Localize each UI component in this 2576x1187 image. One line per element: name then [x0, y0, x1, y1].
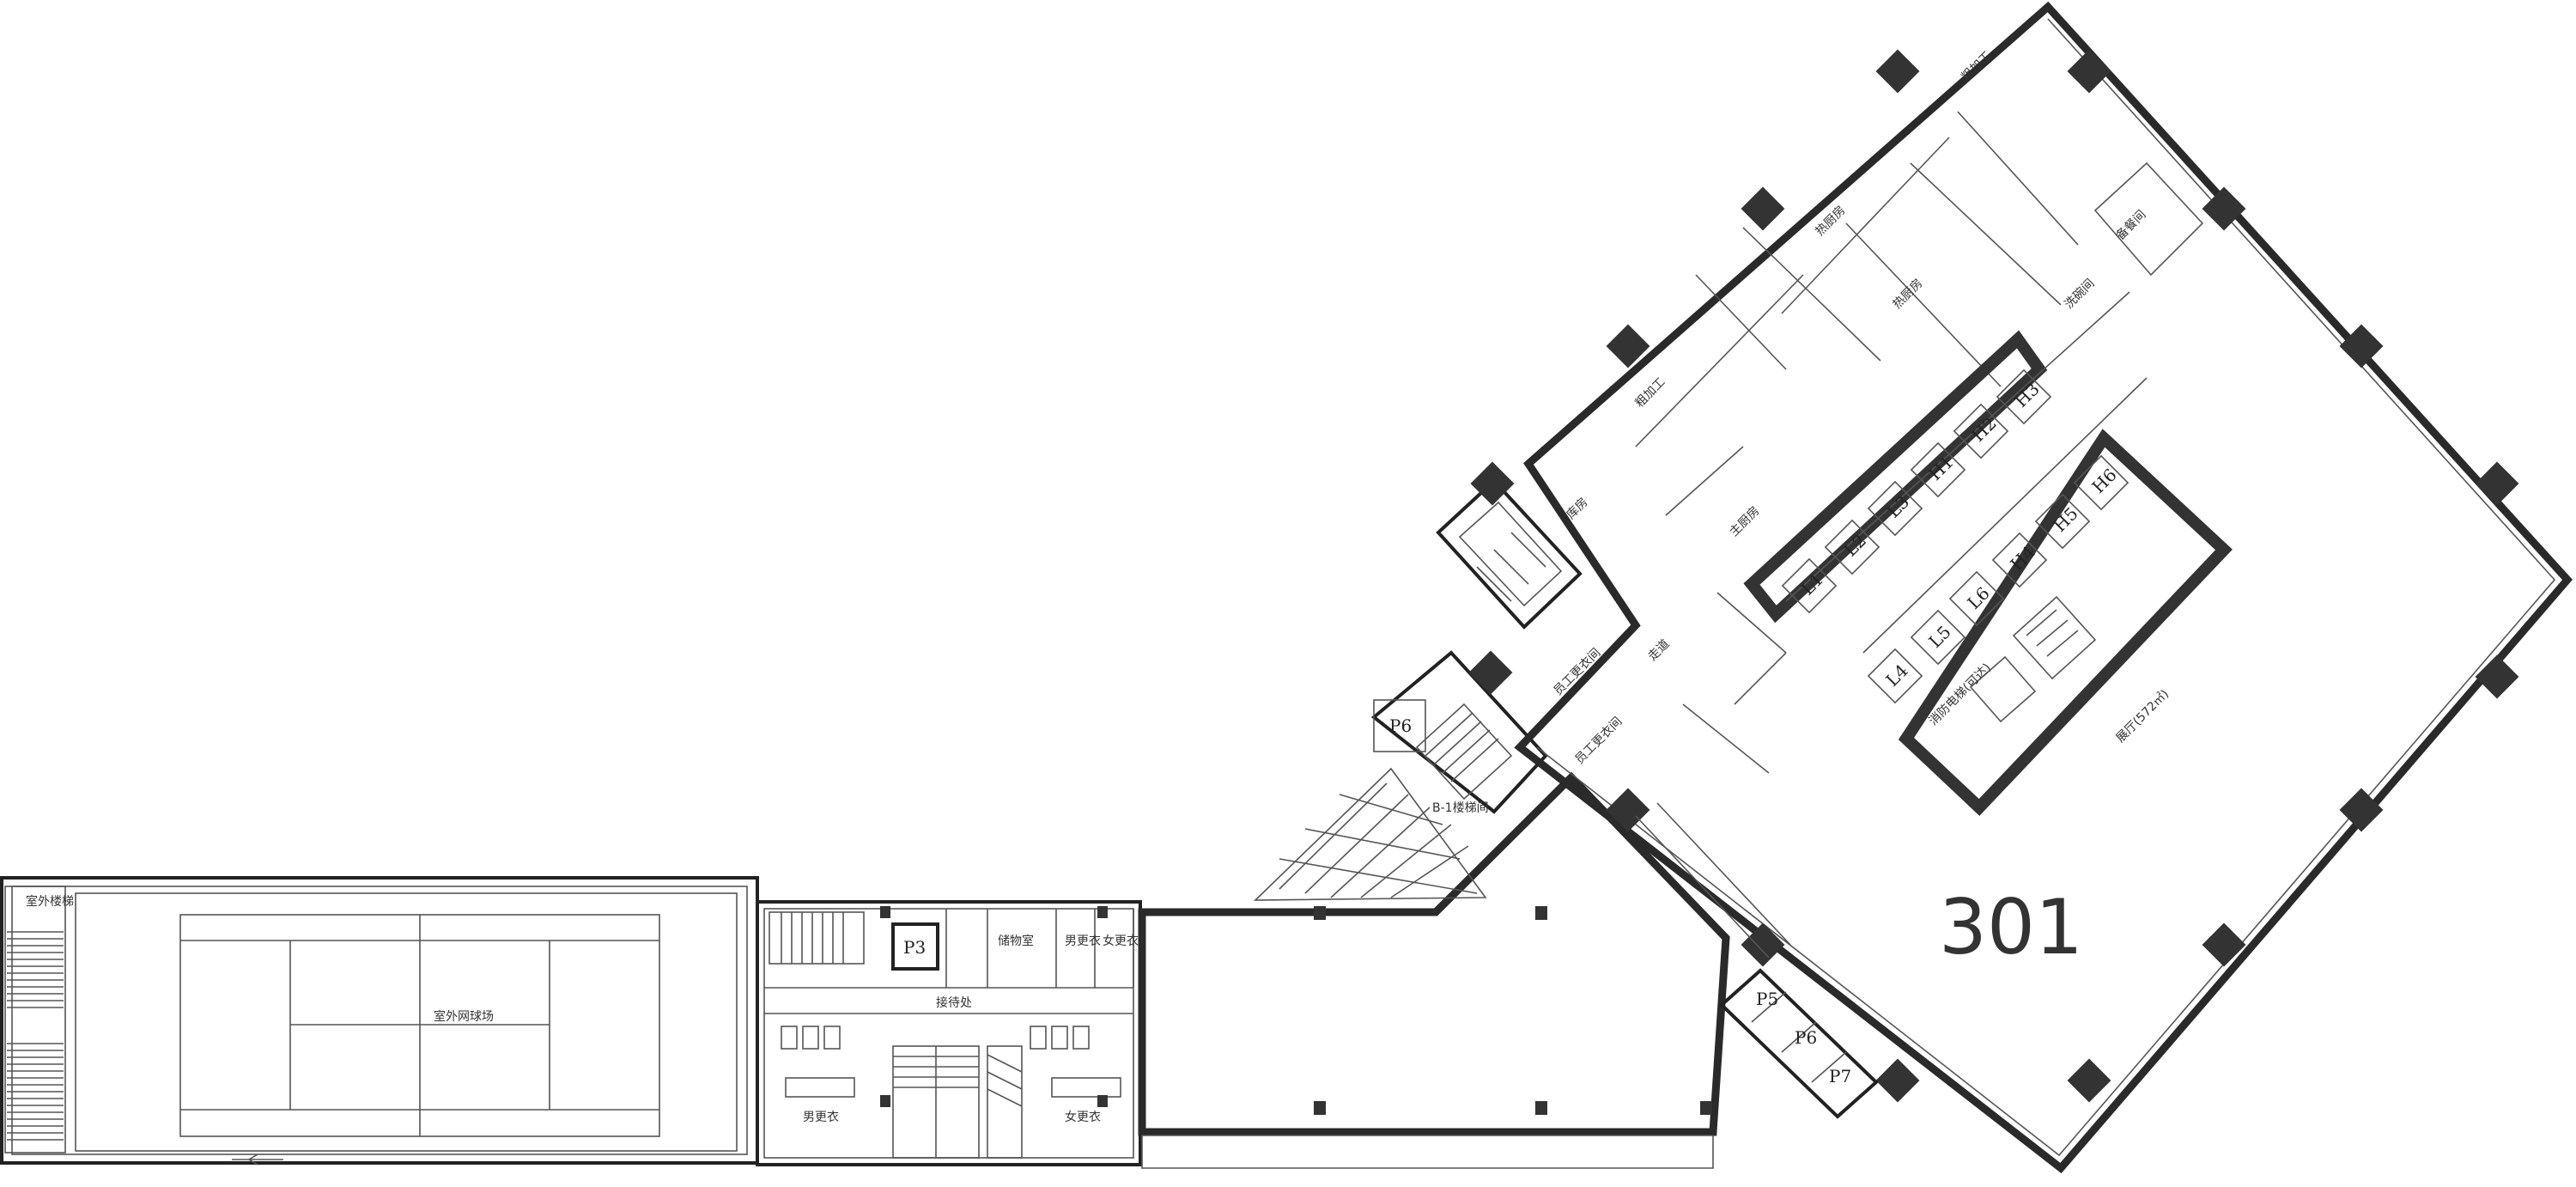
male-locker-label: 男更衣: [1065, 934, 1101, 948]
staff-change-f-label: 员工更衣间: [1573, 715, 1625, 767]
prep-kitchen-label-2: 粗加工: [1633, 375, 1668, 411]
lift-cells: [1781, 368, 2129, 704]
service-label: 备餐间: [2113, 207, 2149, 243]
parking-p7: P7: [1829, 1066, 1851, 1087]
outdoor-stair-treads: [7, 931, 64, 1141]
corridor-label: 走道: [1646, 637, 1673, 664]
hot-kitchen-label-2: 热厨房: [1891, 277, 1926, 312]
tennis-court-block: 室外楼梯 室外网球场: [0, 876, 759, 1166]
main-kitchen-label: 主厨房: [1728, 504, 1763, 539]
male-wc-label: 男更衣: [803, 1111, 839, 1124]
tennis-court-lines: [179, 914, 660, 1137]
kitchen-partitions: [1635, 111, 2204, 774]
reception-label: 接待处: [936, 995, 972, 1010]
unit-number: 301: [1939, 883, 2083, 971]
female-wc-label: 女更衣: [1065, 1110, 1101, 1124]
female-locker-label: 女更衣: [1103, 934, 1139, 948]
main-tower: 粗加工 热厨房 粗加工 热厨房 主厨房 洗碗间 备餐间 库房 走道 员工更衣间 …: [1468, 1, 2573, 1174]
wash-label: 洗碗间: [2063, 277, 2098, 312]
toilet-fixtures: [781, 1026, 1121, 1098]
storage-label: 储物室: [998, 934, 1034, 948]
tennis-court-label: 室外网球场: [434, 1009, 494, 1024]
outdoor-stair-label: 室外楼梯: [26, 894, 74, 909]
lift-l5: L5: [1924, 622, 1954, 652]
parking-p5-p7: [1719, 968, 1879, 1119]
lobby-area-label: 展厅(572㎡): [2114, 687, 2172, 746]
terrace-block: [1138, 767, 1730, 1169]
changing-block: P3 储物室 男更衣 女更衣 接待处 男更衣 女更衣: [756, 900, 1142, 1166]
parking-p3: P3: [903, 937, 926, 958]
stair-room-label: B-1楼梯间: [1432, 801, 1489, 815]
stair-wing: P6 B-1楼梯间: [1370, 478, 1583, 815]
parking-p5: P5: [1756, 989, 1778, 1009]
prep-kitchen-label: 粗加工: [1959, 49, 1995, 84]
lift-h6: H6: [2087, 465, 2120, 497]
lift-l4: L4: [1881, 660, 1911, 691]
parking-p6: P6: [1795, 1027, 1817, 1048]
parking-p4: P6: [1389, 715, 1412, 736]
